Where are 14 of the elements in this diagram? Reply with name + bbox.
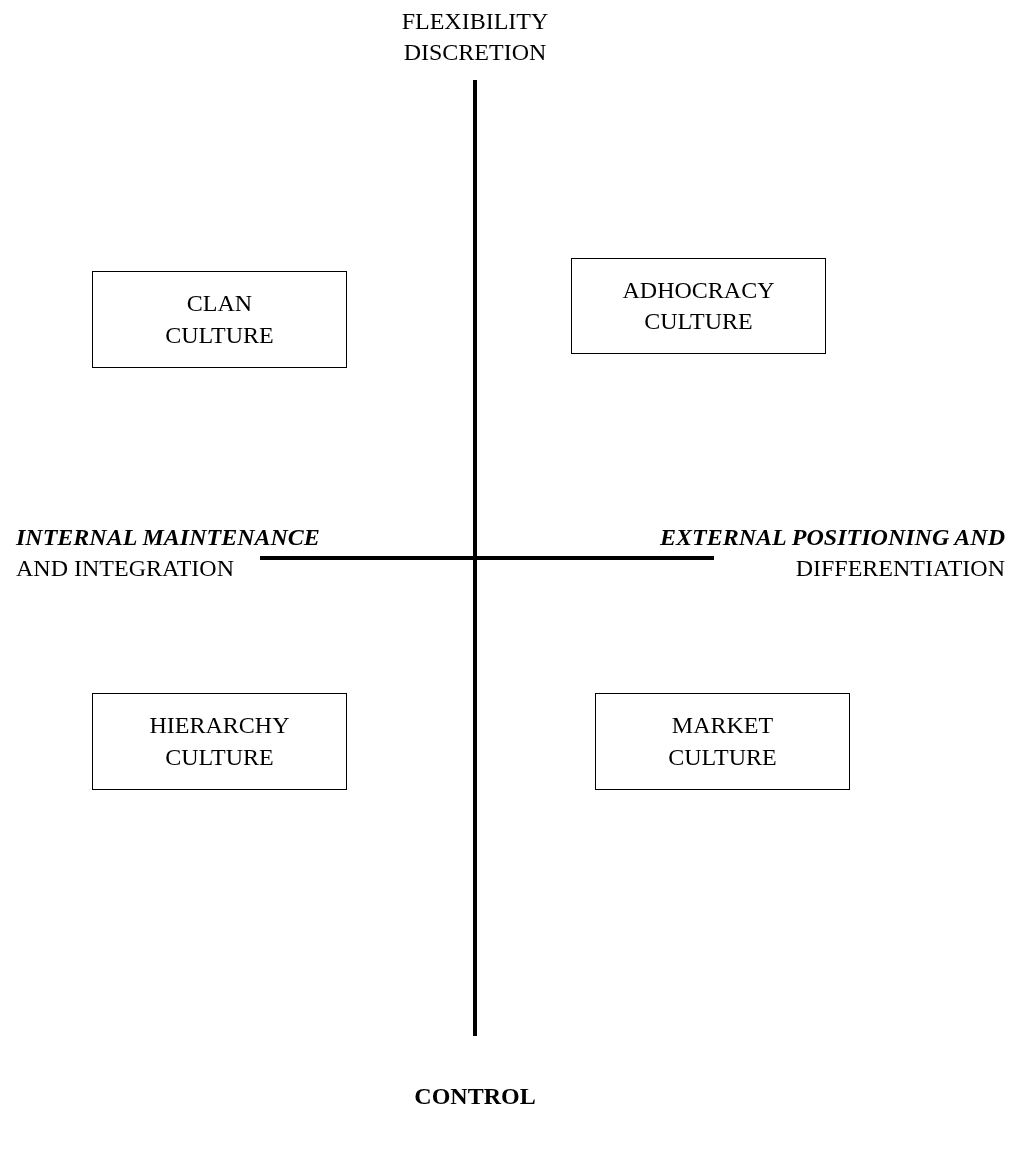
culture-label: CLAN CULTURE [164, 289, 275, 350]
axis-label: FLEXIBILITY DISCRETION [400, 7, 550, 68]
axis-label: EXTERNAL POSITIONING AND [660, 523, 1005, 552]
axis-label: CONTROL [414, 1082, 536, 1111]
culture-box [571, 258, 826, 354]
axis-label: DIFFERENTIATION [795, 554, 1005, 583]
culture-label: ADHOCRACY CULTURE [621, 275, 776, 336]
culture-box [92, 693, 347, 790]
axis-label: INTERNAL MAINTENANCE [16, 523, 320, 552]
culture-label: MARKET CULTURE [667, 711, 778, 772]
axis-label: AND INTEGRATION [16, 554, 234, 583]
culture-box [92, 271, 347, 368]
culture-label: HIERARCHY CULTURE [148, 711, 291, 772]
culture-box [595, 693, 850, 790]
